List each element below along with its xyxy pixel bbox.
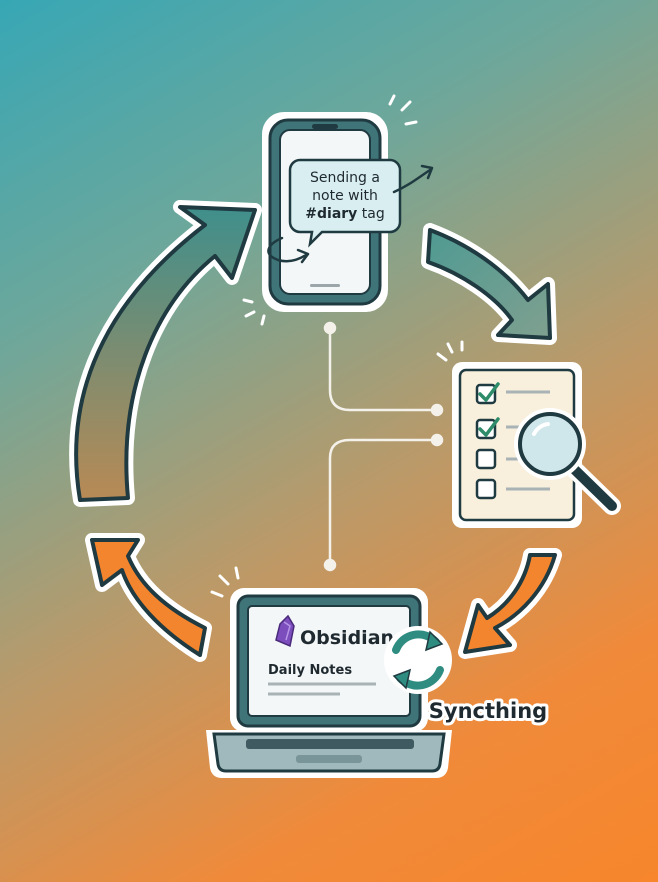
- arrow-bottom-left: [85, 533, 212, 662]
- checklist-item-3: [475, 448, 524, 470]
- checklist-document: [436, 340, 621, 528]
- sync-icon: [384, 626, 452, 694]
- tag-suffix: tag: [357, 206, 384, 222]
- bubble-line-2: note with: [312, 188, 378, 204]
- checklist-item-4: [475, 478, 550, 500]
- bubble-line-3: #diary tag: [305, 206, 384, 222]
- checkmark-icon: [478, 382, 500, 402]
- magnifier-icon: [514, 408, 621, 515]
- arrow-bottom-right: [458, 548, 562, 659]
- checklist-item-1: [475, 382, 550, 405]
- arrow-top-right: [421, 223, 557, 345]
- obsidian-logo-icon: [275, 614, 295, 648]
- bubble-line-1: Sending a: [310, 170, 380, 186]
- obsidian-app-name: Obsidian: [300, 627, 394, 649]
- speech-bubble: Sending a note with #diary tag: [267, 158, 434, 264]
- diary-tag: #diary: [305, 206, 357, 222]
- syncthing-label: Syncthing: [429, 699, 547, 723]
- connector-lines: [323, 321, 444, 572]
- checkmark-icon: [478, 417, 500, 437]
- laptop-illustration: Obsidian Daily Notes: [206, 566, 452, 778]
- daily-notes-label: Daily Notes: [268, 663, 352, 678]
- arrow-up-left: [69, 200, 262, 507]
